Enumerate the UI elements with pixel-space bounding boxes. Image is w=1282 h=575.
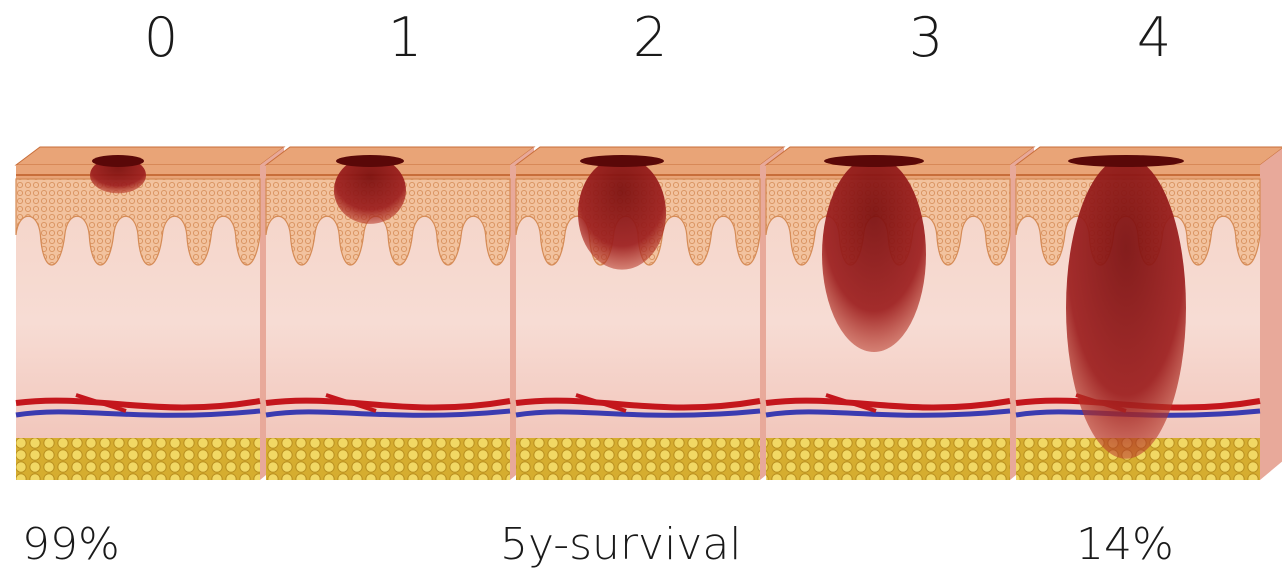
stage-label-4: 4 — [1094, 6, 1214, 70]
skin-surface — [16, 147, 284, 165]
survival-high: 99% — [22, 515, 120, 575]
skin-block-2 — [516, 147, 784, 480]
fat-layer — [766, 438, 1010, 480]
stage-label-3: 3 — [866, 6, 986, 70]
fat-layer — [516, 438, 760, 480]
stage-label-2: 2 — [590, 6, 710, 70]
skin-cross-section-diagram — [0, 125, 1282, 495]
skin-block-3 — [766, 147, 1034, 480]
stage-label-0: 0 — [101, 6, 221, 70]
fat-layer — [16, 438, 260, 480]
stage-label-1: 1 — [345, 6, 465, 70]
tumor-surface — [92, 155, 144, 167]
melanoma-tumor — [334, 157, 406, 224]
skin-block-4 — [1016, 147, 1282, 480]
melanoma-tumor — [578, 157, 666, 270]
block-side-face — [1260, 147, 1282, 480]
tumor-surface — [580, 155, 664, 167]
skin-block-0 — [16, 147, 284, 480]
melanoma-tumor — [1066, 157, 1186, 459]
survival-caption: 5y-survival — [500, 515, 742, 575]
survival-low: 14% — [1076, 515, 1174, 575]
tumor-surface — [824, 155, 924, 167]
skin-block-1 — [266, 147, 534, 480]
fat-layer — [266, 438, 510, 480]
tumor-surface — [336, 155, 404, 167]
tumor-surface — [1068, 155, 1184, 167]
melanoma-tumor — [822, 157, 926, 352]
